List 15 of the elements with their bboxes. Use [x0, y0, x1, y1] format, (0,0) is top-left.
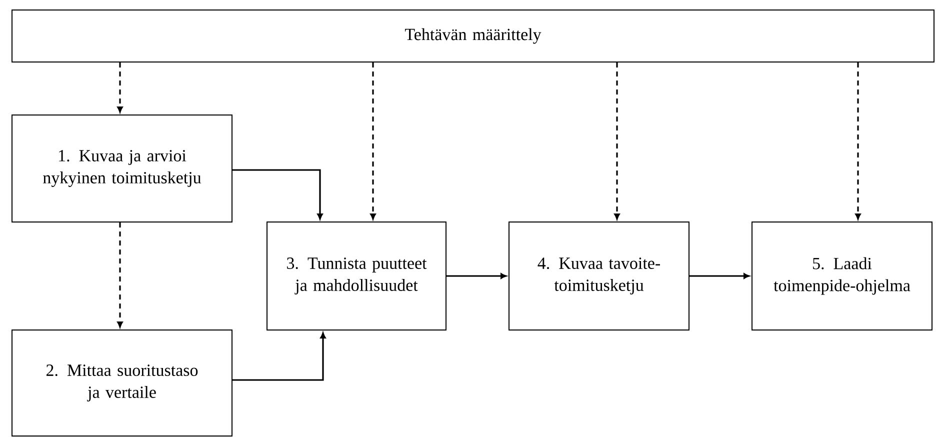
arrow — [232, 169, 323, 220]
arrow — [690, 273, 750, 279]
arrow — [232, 332, 326, 381]
arrow — [117, 62, 123, 112]
process-box: 5. Laadi toimenpide-ohjelma — [752, 222, 932, 330]
arrow — [117, 222, 123, 328]
arrow — [855, 62, 861, 220]
process-box: 4. Kuvaa tavoite-toimitusketju — [508, 222, 690, 330]
process-box: 3. Tunnista puutteet ja mahdollisuudet — [266, 222, 446, 330]
arrow — [614, 62, 620, 220]
process-box: 2. Mittaa suoritustaso ja vertaile — [12, 330, 232, 436]
arrow — [370, 62, 376, 220]
process-box: Tehtävän määrittely — [12, 10, 934, 62]
process-box: 1. Kuvaa ja arvioi nykyinen toimitusketju — [12, 114, 232, 222]
arrow — [446, 273, 506, 279]
